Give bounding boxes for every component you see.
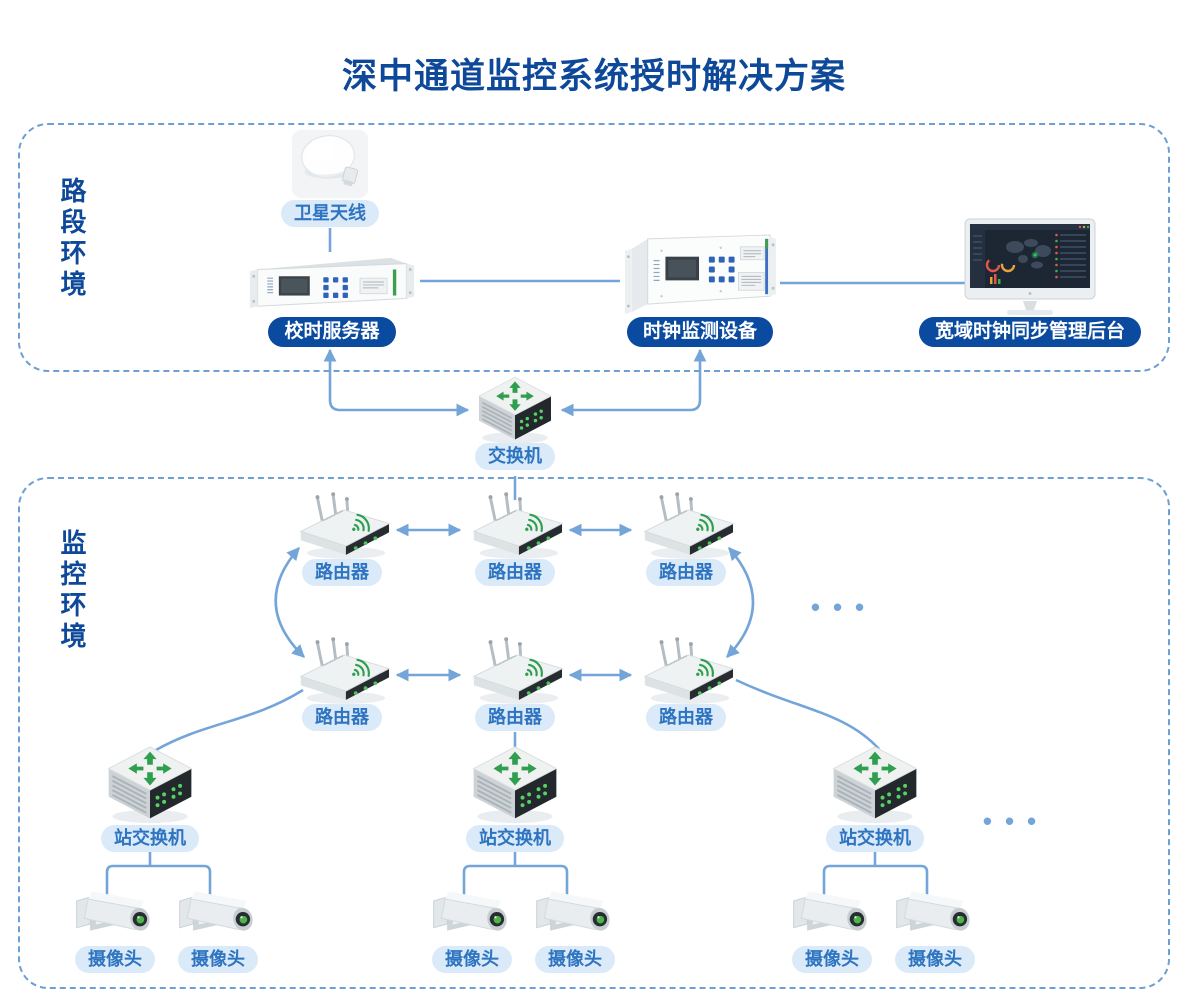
satellite-antenna-icon [291, 129, 369, 199]
camera-label: 摄像头 [432, 946, 512, 973]
camera-label: 摄像头 [535, 946, 615, 973]
router-icon [299, 492, 391, 561]
router-label: 路由器 [646, 559, 726, 586]
clock-monitor-label: 时钟监测设备 [626, 317, 773, 347]
camera-icon [76, 890, 153, 934]
camera-icon [536, 890, 613, 934]
station-switch-icon [107, 745, 193, 824]
satellite-antenna-node: 卫星天线 [281, 127, 379, 227]
backend-label: 宽域时钟同步管理后台 [918, 317, 1142, 347]
router-node-5: 路由器 [466, 637, 564, 731]
station-switch-icon [832, 745, 918, 824]
page-title: 深中通道监控系统授时解决方案 [341, 57, 846, 96]
core-switch-node: 交换机 [474, 374, 556, 470]
ellipsis-routers: ••• [810, 592, 878, 622]
station-switch-icon [472, 745, 558, 824]
camera-node-1: 摄像头 [69, 876, 161, 973]
camera-node-3: 摄像头 [426, 876, 518, 973]
camera-node-5: 摄像头 [786, 876, 878, 973]
router-icon [643, 492, 735, 561]
router-icon [643, 637, 735, 706]
station-switch-node-2: 站交换机 [466, 743, 564, 852]
camera-node-2: 摄像头 [172, 876, 264, 973]
core-switch-label: 交换机 [475, 443, 555, 470]
camera-icon [793, 890, 870, 934]
station-switch-label: 站交换机 [101, 825, 199, 852]
camera-label: 摄像头 [178, 946, 258, 973]
router-node-1: 路由器 [293, 492, 391, 586]
station-switch-label: 站交换机 [826, 825, 924, 852]
time-server-icon [249, 257, 415, 309]
router-label: 路由器 [302, 704, 382, 731]
router-node-3: 路由器 [637, 492, 735, 586]
camera-label: 摄像头 [75, 946, 155, 973]
router-label: 路由器 [475, 704, 555, 731]
ellipsis-stations: ••• [982, 806, 1050, 836]
camera-icon [179, 890, 256, 934]
camera-label: 摄像头 [792, 946, 872, 973]
router-icon [472, 492, 564, 561]
camera-icon [896, 890, 973, 934]
time-server-node: 校时服务器 [246, 253, 418, 347]
camera-node-4: 摄像头 [529, 876, 621, 973]
backend-node: 宽域时钟同步管理后台 [918, 217, 1142, 347]
router-node-4: 路由器 [293, 637, 391, 731]
camera-node-6: 摄像头 [889, 876, 981, 973]
clock-monitor-icon [624, 234, 777, 315]
satellite-antenna-label: 卫星天线 [281, 200, 379, 227]
station-switch-node-1: 站交换机 [101, 743, 199, 852]
monitoring-zone-label: 监控环境 [57, 529, 87, 653]
router-label: 路由器 [475, 559, 555, 586]
core-switch-icon [478, 376, 552, 445]
router-label: 路由器 [646, 704, 726, 731]
router-node-2: 路由器 [466, 492, 564, 586]
router-label: 路由器 [302, 559, 382, 586]
router-icon [299, 637, 391, 706]
camera-label: 摄像头 [895, 946, 975, 973]
station-switch-node-3: 站交换机 [826, 743, 924, 852]
station-switch-label: 站交换机 [466, 825, 564, 852]
router-icon [472, 637, 564, 706]
camera-icon [433, 890, 510, 934]
clock-monitor-node: 时钟监测设备 [622, 225, 778, 347]
time-server-label: 校时服务器 [268, 317, 396, 347]
backend-monitor-icon [963, 217, 1097, 317]
road-zone-label: 路段环境 [57, 177, 87, 301]
router-node-6: 路由器 [637, 637, 735, 731]
